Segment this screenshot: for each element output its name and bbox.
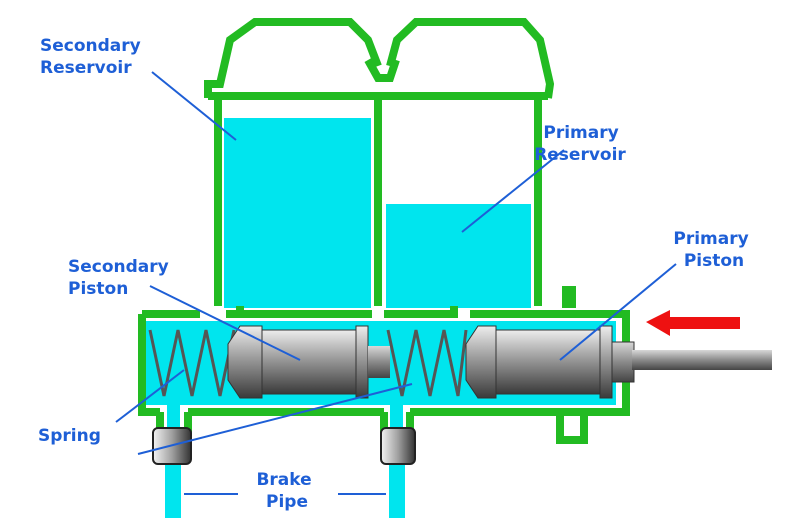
label-primary-reservoir-line2: Reservoir xyxy=(534,145,626,165)
label-secondary-reservoir-line1: Secondary xyxy=(40,36,141,56)
label-secondary-piston-line1: Secondary xyxy=(68,257,169,277)
label-primary-reservoir-line1: Primary xyxy=(543,123,618,143)
label-brake-pipe-line1: Brake xyxy=(256,470,311,490)
label-primary-reservoir: Primary Reservoir xyxy=(534,123,626,165)
leader-spring-primary xyxy=(137,383,413,455)
secondary-spring xyxy=(148,329,236,397)
secondary-reservoir-cap xyxy=(204,18,382,98)
piston-link-rod xyxy=(368,346,390,378)
secondary-piston-land xyxy=(355,325,369,399)
cap-center-notch xyxy=(364,58,400,82)
primary-piston-land xyxy=(599,325,613,399)
secondary-piston-cup xyxy=(227,325,263,399)
push-rod-head xyxy=(611,341,635,383)
leader-spring-secondary xyxy=(115,369,185,423)
label-primary-piston-line1: Primary xyxy=(673,229,748,249)
push-rod xyxy=(632,350,772,370)
primary-spring xyxy=(386,329,468,397)
leader-secondary-reservoir xyxy=(151,71,237,141)
label-primary-piston-line2: Piston xyxy=(684,251,744,271)
primary-brake-pipe xyxy=(389,462,405,518)
label-secondary-reservoir: Secondary Reservoir xyxy=(40,36,147,78)
label-spring: Spring xyxy=(38,426,101,446)
primary-pipe-fitting xyxy=(380,427,416,465)
mounting-flange xyxy=(556,286,588,444)
label-secondary-piston-line2: Piston xyxy=(68,279,128,299)
primary-reservoir-fluid xyxy=(386,204,531,308)
leader-lines xyxy=(115,71,677,495)
primary-piston-cup xyxy=(465,325,497,399)
force-arrow xyxy=(646,310,740,336)
secondary-reservoir-fluid xyxy=(224,118,371,308)
label-brake-pipe: Brake Pipe xyxy=(256,470,317,512)
label-brake-pipe-line2: Pipe xyxy=(266,492,308,512)
leader-primary-reservoir xyxy=(461,149,565,233)
secondary-outlet-fluid xyxy=(167,402,180,432)
leader-primary-piston xyxy=(559,263,677,361)
secondary-brake-pipe xyxy=(165,462,181,518)
leader-secondary-piston xyxy=(149,285,301,361)
primary-piston xyxy=(465,325,772,399)
secondary-piston xyxy=(227,325,390,399)
primary-outlet-fluid xyxy=(390,402,403,432)
secondary-piston-body xyxy=(261,329,361,395)
label-secondary-reservoir-line2: Reservoir xyxy=(40,58,132,78)
label-secondary-piston: Secondary Piston xyxy=(68,257,175,299)
label-primary-piston: Primary Piston xyxy=(673,229,754,271)
primary-reservoir-cap xyxy=(386,18,555,99)
